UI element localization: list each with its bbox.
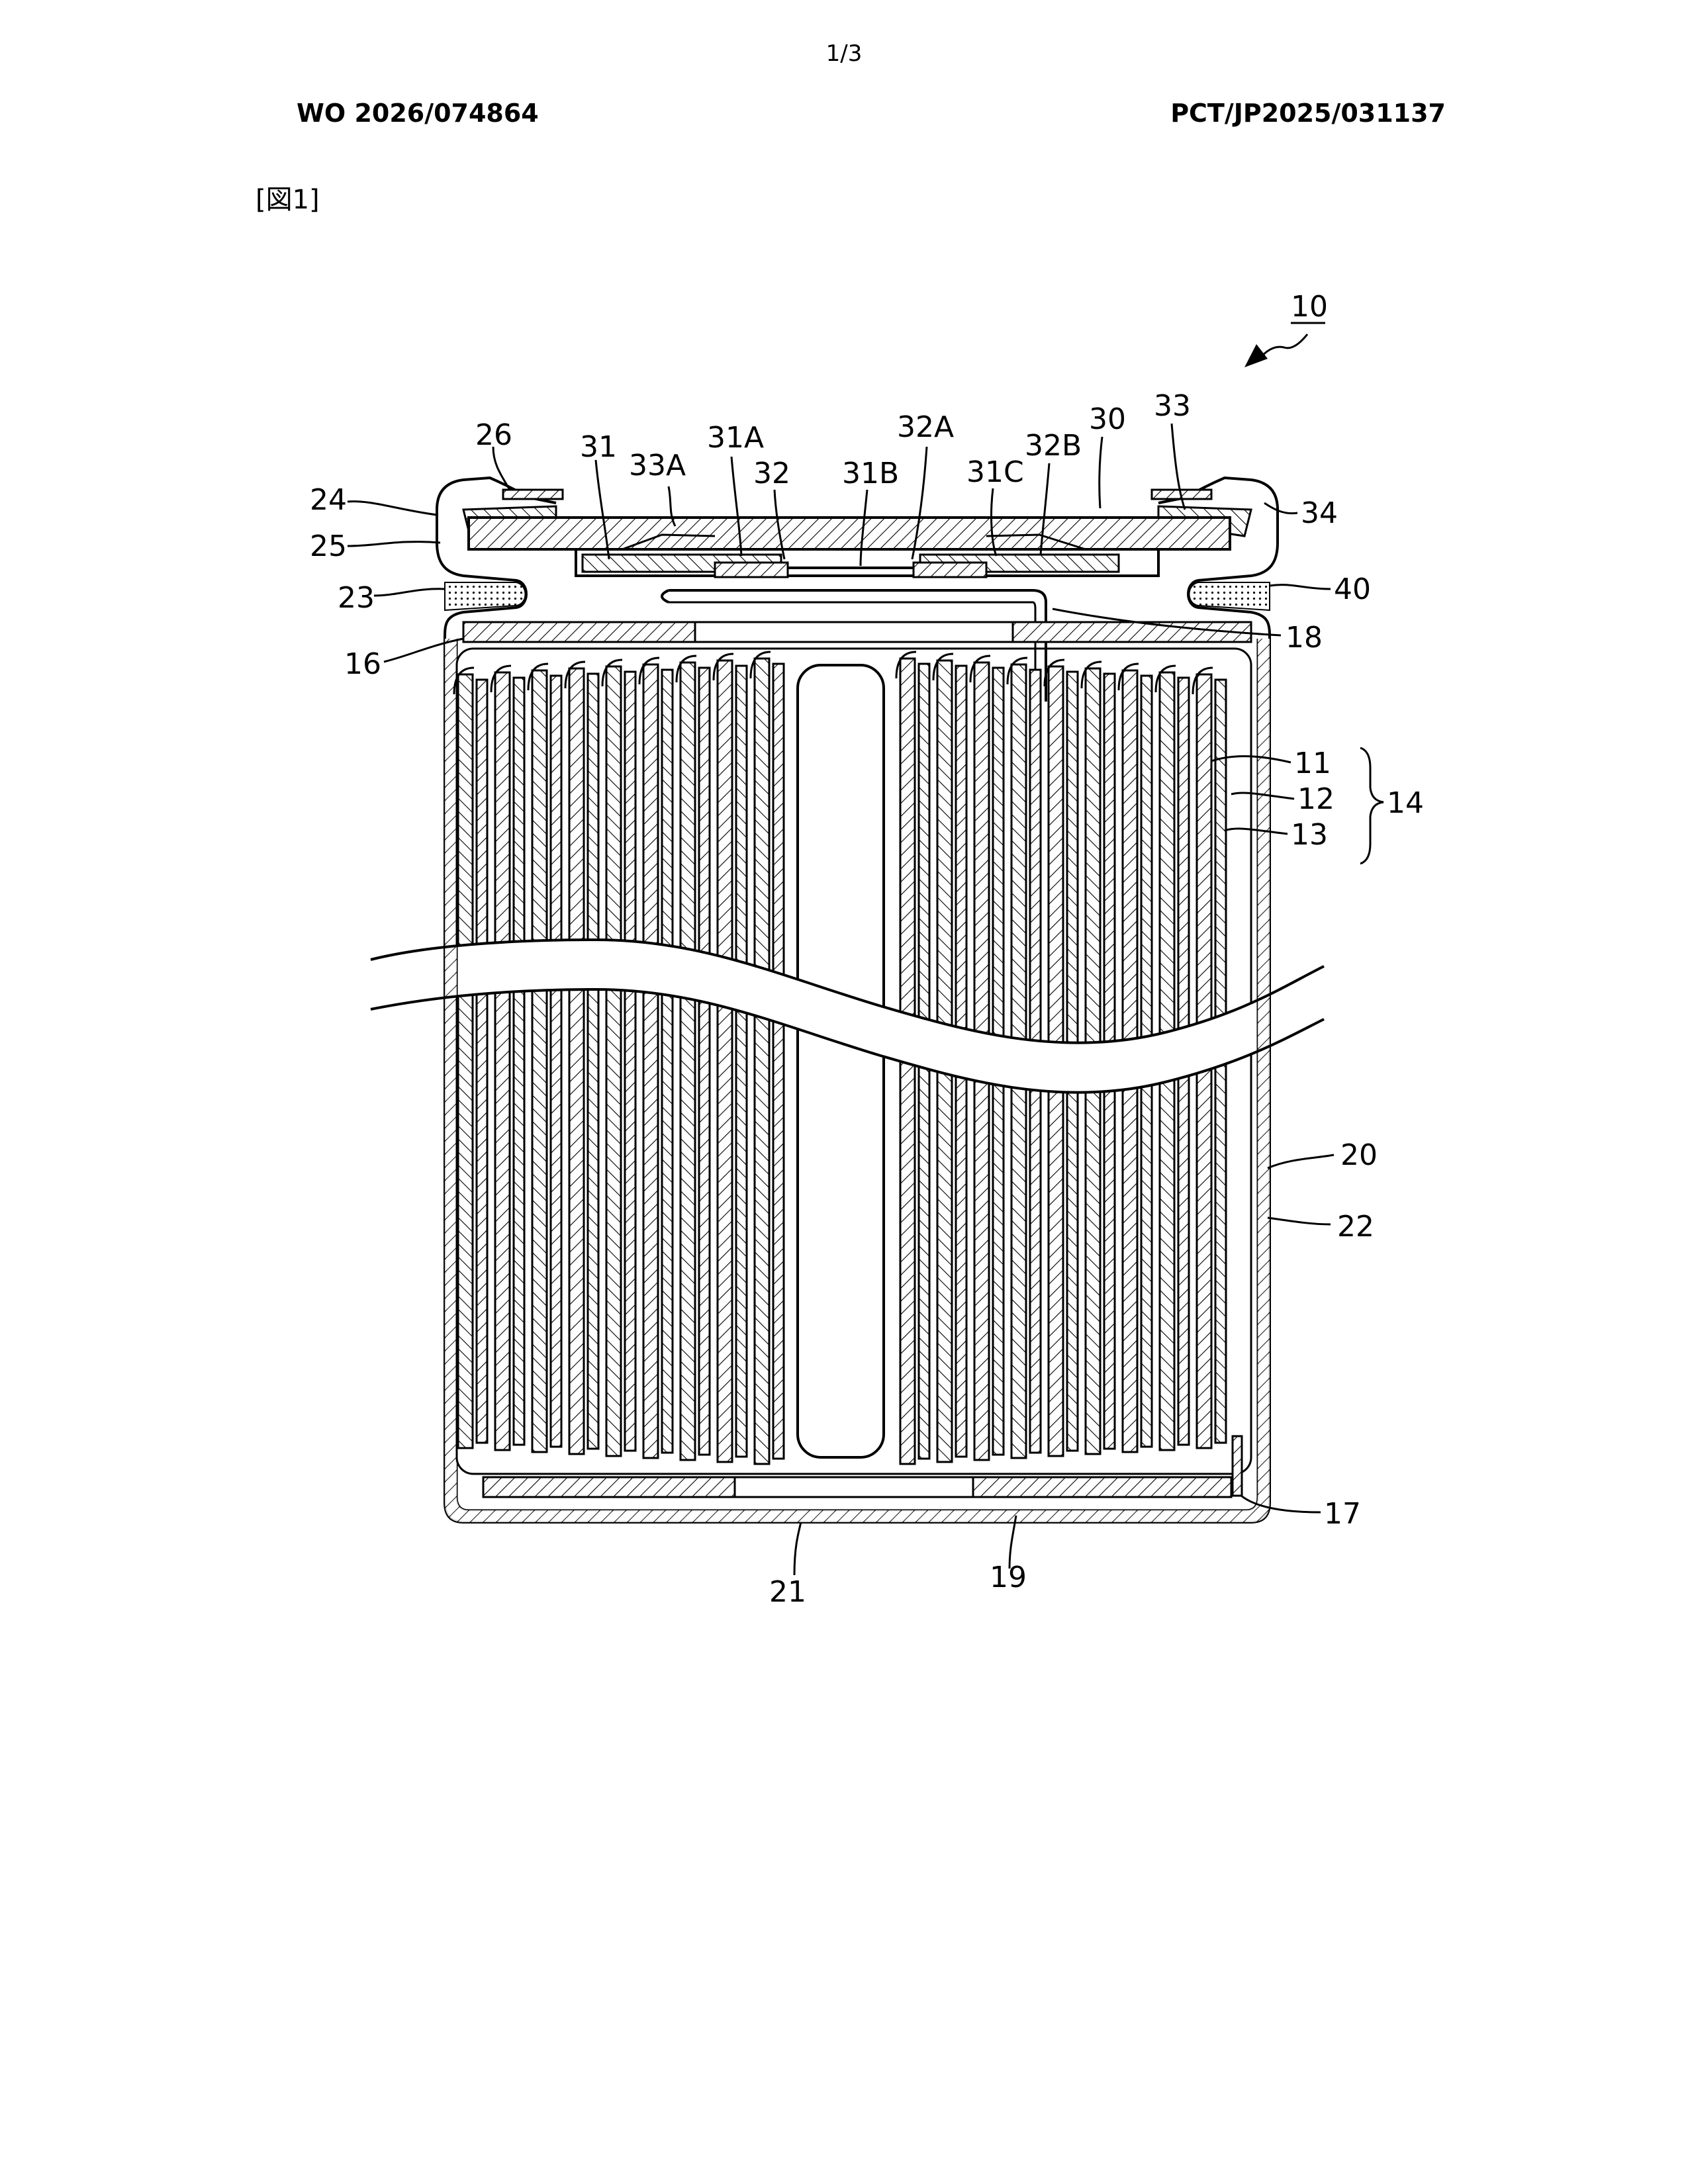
- label-23: 23: [338, 581, 375, 615]
- label-25: 25: [310, 529, 347, 563]
- label-31C: 31C: [966, 455, 1024, 489]
- label-34: 34: [1301, 496, 1338, 530]
- label-10: 10: [1291, 290, 1328, 324]
- label-20: 20: [1340, 1138, 1378, 1172]
- label-24: 24: [310, 483, 347, 517]
- label-19: 19: [990, 1561, 1027, 1594]
- label-32A: 32A: [897, 410, 954, 444]
- label-14: 14: [1387, 786, 1424, 820]
- label-26: 26: [475, 418, 512, 452]
- label-12: 12: [1297, 782, 1335, 816]
- label-16: 16: [344, 647, 381, 681]
- label-33: 33: [1154, 389, 1191, 423]
- label-33A: 33A: [629, 449, 686, 482]
- label-21: 21: [769, 1575, 806, 1609]
- label-13: 13: [1291, 818, 1328, 852]
- label-18: 18: [1286, 621, 1323, 655]
- label-31B: 31B: [842, 457, 899, 490]
- label-32B: 32B: [1025, 429, 1082, 463]
- label-40: 40: [1334, 572, 1371, 606]
- label-30: 30: [1089, 402, 1126, 436]
- label-17: 17: [1324, 1497, 1361, 1531]
- label-22: 22: [1337, 1210, 1374, 1244]
- label-11: 11: [1294, 747, 1331, 780]
- label-32: 32: [753, 457, 790, 490]
- lead-17: [1233, 1436, 1242, 1496]
- label-31A: 31A: [707, 421, 764, 455]
- label-31: 31: [580, 430, 617, 464]
